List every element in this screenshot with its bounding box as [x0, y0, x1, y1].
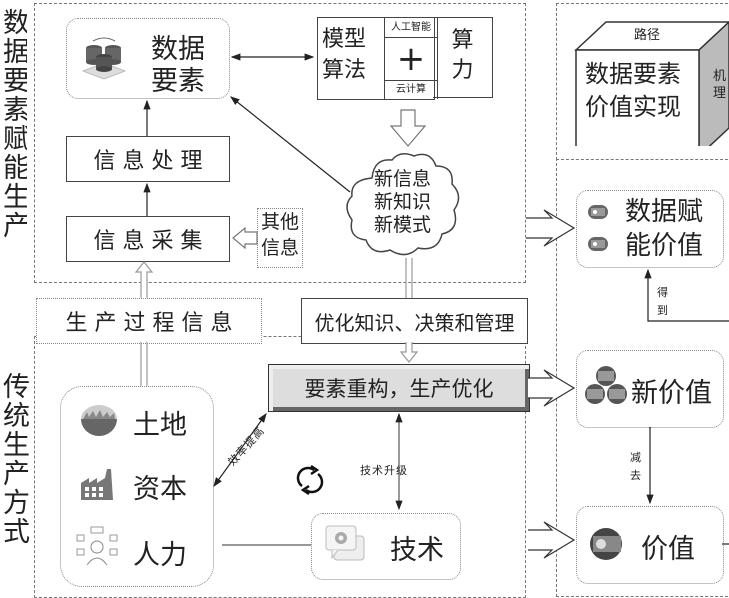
coin-icon [590, 528, 622, 560]
production-info-text: 生 产 过 程 信 息 [65, 311, 233, 336]
people-network-icon [76, 526, 118, 565]
subtract-l1: 减 [630, 451, 641, 464]
optimize-box: 优化知识、决策和管理 [301, 298, 528, 344]
cube-title-l1: 数据要素 [585, 60, 681, 88]
obtain-l1: 得 [657, 286, 668, 299]
optimize-text: 优化知识、决策和管理 [314, 310, 515, 335]
data-empowered-value-box: 数据赋 能价值 [576, 190, 724, 268]
mechanism-l1: 机 [713, 69, 727, 84]
obtain-l2: 到 [657, 304, 668, 317]
ai-label: 人工智能 [385, 18, 437, 38]
model-algorithm-text: 模型 算法 [322, 24, 366, 86]
right-top-frame [556, 3, 729, 160]
data-empowered-value-text: 数据赋 能价值 [625, 195, 703, 263]
mechanism-label: 机 理 [713, 68, 726, 102]
factory-icon [81, 469, 113, 500]
data-element-text-1: 数据 [151, 34, 205, 65]
empower-l1: 数据赋 [625, 197, 704, 227]
coin-icon [588, 237, 608, 251]
cloud-text: 新信息 新知识 新模式 [374, 168, 431, 237]
refresh-cycle-icon [296, 464, 324, 496]
compute-power-l1: 算 [451, 28, 474, 53]
value-box: 价值 [576, 506, 724, 584]
new-value-box: 新价值 [576, 350, 724, 428]
coins-stack-icon [585, 366, 627, 404]
info-processing-text: 信 息 处 理 [93, 149, 203, 174]
info-collection-text: 信 息 采 集 [93, 229, 203, 254]
model-algorithm-l2: 算法 [322, 58, 367, 83]
data-element-text-2: 要素 [151, 66, 205, 97]
other-info-text-1: 其他 [260, 211, 299, 233]
top-region-frame [34, 3, 526, 283]
mechanism-l2: 理 [713, 86, 727, 101]
model-algorithm-l1: 模型 [322, 27, 367, 52]
database-icon [81, 37, 127, 80]
subtract-label: 减 去 [630, 449, 641, 485]
empower-l2: 能价值 [625, 231, 704, 261]
compute-power-box: 算 力 [433, 17, 493, 98]
restructure-text: 要素重构，生产优化 [304, 377, 494, 401]
capital-text: 资本 [133, 474, 187, 505]
data-element-box: 数据 要素 [66, 18, 230, 99]
cloud-new-pattern: 新模式 [374, 214, 432, 236]
tech-upgrade-label: 技术升级 [360, 464, 408, 477]
label-data-empowered-production: 数据要素赋能生产 [0, 8, 27, 240]
obtain-label: 得 到 [657, 284, 668, 320]
info-processing-box: 信 息 处 理 [66, 136, 230, 182]
production-info-box: 生 产 过 程 信 息 [36, 298, 262, 344]
cloud-shape [346, 153, 460, 256]
technology-text: 技术 [390, 535, 444, 566]
land-text: 土地 [133, 410, 187, 441]
compute-power-l2: 力 [451, 58, 474, 83]
other-info-box: 其他 信息 [257, 208, 303, 268]
labor-text: 人力 [133, 540, 187, 571]
coin-icon [588, 205, 608, 219]
model-compute-box: 模型 算法 人工智能 + 云计算 [317, 17, 438, 100]
restructure-box: 要素重构，生产优化 [268, 364, 530, 412]
path-mechanism-cube [574, 20, 729, 146]
technology-box: 技术 [311, 513, 461, 580]
info-collection-box: 信 息 采 集 [66, 216, 230, 262]
cube-title-l2: 价值实现 [585, 93, 681, 121]
cube-title: 数据要素 价值实现 [585, 58, 681, 124]
label-traditional-production: 传统生产方式 [0, 372, 29, 546]
value-text: 价值 [641, 534, 695, 565]
land-icon [81, 405, 117, 436]
subtract-l2: 去 [630, 469, 641, 482]
cloud-computing-label: 云计算 [385, 80, 437, 99]
traditional-factors-box: 土地 资本 人力 [60, 386, 214, 587]
gear-chat-icon [325, 525, 365, 561]
path-label: 路径 [634, 28, 661, 43]
cloud-new-info: 新信息 [374, 168, 432, 190]
cloud-new-knowledge: 新知识 [374, 191, 432, 213]
other-info-text-2: 信息 [260, 237, 299, 259]
new-value-text: 新价值 [631, 378, 712, 409]
plus-sign: + [396, 39, 426, 79]
